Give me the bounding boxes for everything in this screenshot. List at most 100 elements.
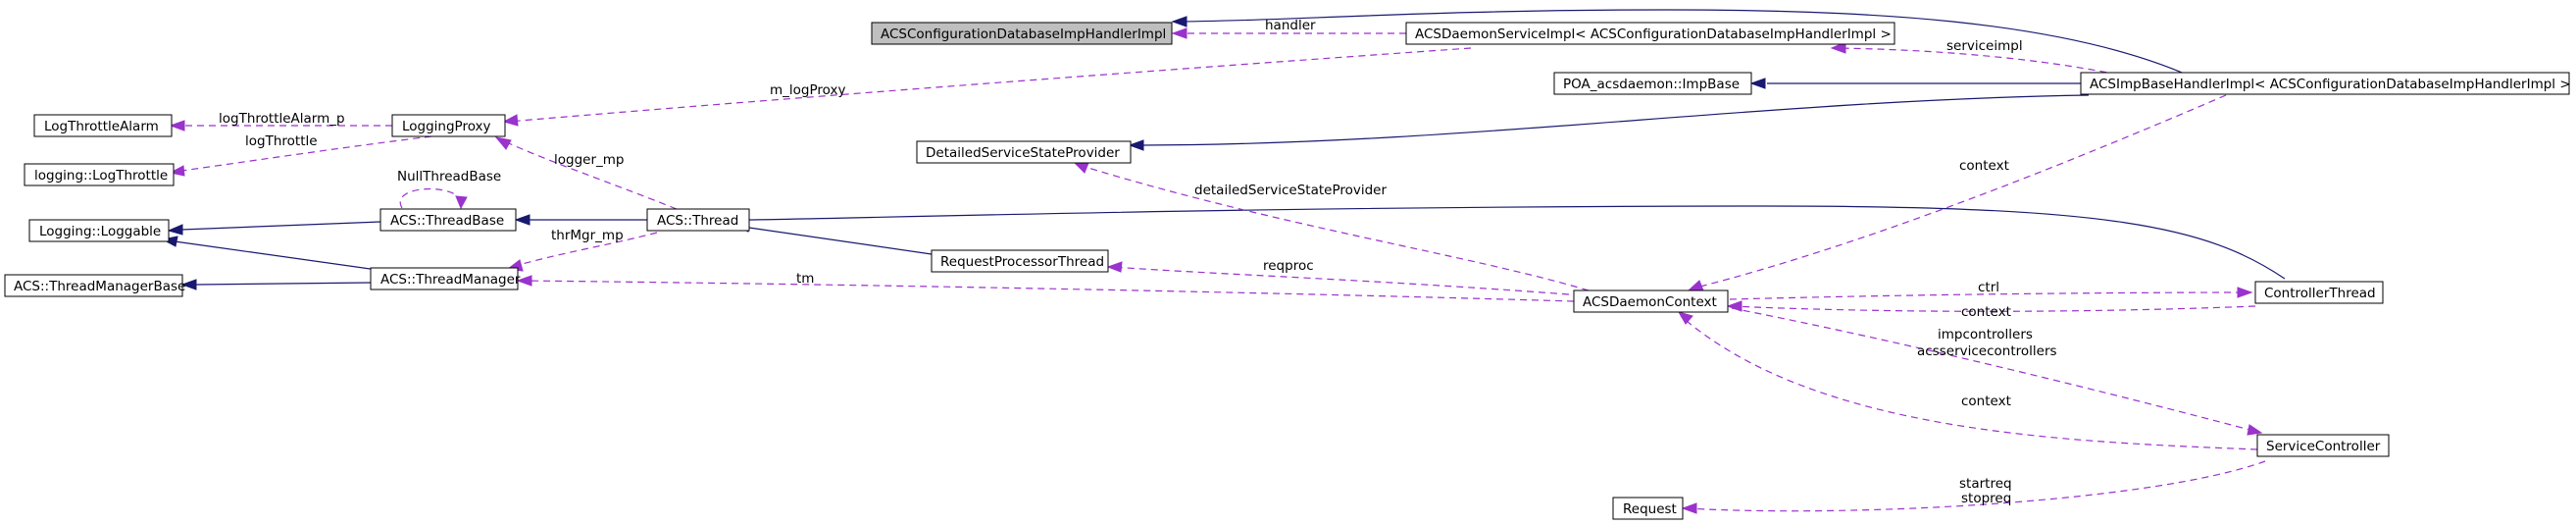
edge-inherit-thread-to-controller (748, 205, 2286, 280)
label-thr-mgr-mp: thrMgr_mp (551, 228, 624, 243)
arrowhead-tm (516, 275, 532, 287)
node-request[interactable]: Request (1612, 497, 1684, 520)
label-null-thread-base: NullThreadBase (397, 169, 501, 184)
arrowhead-impcontrollers (2247, 424, 2263, 436)
node-acs-imp-base-handler-impl[interactable]: ACSImpBaseHandlerImpl< ACSConfigurationD… (2080, 72, 2571, 95)
node-label: ACS::ThreadManagerBase (14, 279, 185, 294)
node-logging-loggable[interactable]: Logging::Loggable (28, 219, 170, 242)
label-ctrl: ctrl (1978, 280, 1999, 295)
edge-usage-impcontrollers (1731, 307, 2258, 433)
arrowhead-handler-impbase (1749, 78, 1766, 89)
node-acs-configuration-database-imp-handler-impl[interactable]: ACSConfigurationDatabaseImpHandlerImpl (871, 22, 1173, 45)
node-label: ACSDaemonServiceImpl< ACSConfigurationDa… (1415, 26, 1892, 42)
node-acs-thread[interactable]: ACS::Thread (646, 208, 750, 232)
edge-usage-ctrl (1729, 291, 2248, 300)
arrowhead-logthrottlealarm (169, 120, 185, 132)
node-label: ACS::ThreadBase (390, 213, 504, 229)
label-logger-mp: logger_mp (554, 152, 624, 168)
label-log-throttle-alarm-p: logThrottleAlarm_p (219, 111, 345, 127)
node-log-throttle-alarm[interactable]: LogThrottleAlarm (33, 114, 173, 137)
edge-usage-reqproc (1111, 266, 1570, 295)
arrowhead-cfgdb (1171, 16, 1187, 27)
arrowhead-reqproc (1106, 261, 1123, 273)
node-acs-thread-base[interactable]: ACS::ThreadBase (379, 208, 517, 232)
edge-usage-thrmgr-mp (511, 232, 658, 268)
label-context-service: context (1961, 394, 2011, 409)
edge-inherit-dssp-to-handler (1142, 94, 2090, 146)
arrowhead-nullthreadbase (455, 195, 468, 210)
label-startreq: startreq (1959, 476, 2012, 492)
label-impcontrollers: impcontrollers (1938, 327, 2033, 342)
label-acsservicecontrollers: acsservicecontrollers (1917, 343, 2057, 359)
node-acs-thread-manager[interactable]: ACS::ThreadManager (370, 267, 521, 290)
inheritance-edges (174, 9, 2286, 286)
edge-usage-context-ctrl (1731, 305, 2256, 312)
node-acs-thread-manager-base[interactable]: ACS::ThreadManagerBase (4, 274, 185, 297)
node-label: Logging::Loggable (39, 224, 161, 239)
node-controller-thread[interactable]: ControllerThread (2254, 281, 2384, 304)
edge-usage-serviceimpl (1833, 47, 2119, 76)
node-detailed-service-state-provider[interactable]: DetailedServiceStateProvider (916, 140, 1132, 164)
edge-usage-context-service (1680, 315, 2258, 450)
node-poa-acsdaemon-imp-base[interactable]: POA_acsdaemon::ImpBase (1553, 72, 1752, 95)
node-label: RequestProcessorThread (940, 254, 1104, 270)
edge-inherit-loggable-to-threadbase (180, 221, 381, 231)
edge-inherit-loggable-to-tm (174, 240, 385, 272)
edge-labels: handler serviceimpl m_logProxy logThrott… (219, 18, 2057, 506)
arrowhead-dssp-usage (1073, 162, 1089, 174)
node-label: ACS::Thread (657, 213, 738, 229)
usage-arrowheads (169, 27, 2263, 514)
node-logging-proxy[interactable]: LoggingProxy (391, 114, 506, 137)
node-label: ACS::ThreadManager (380, 272, 521, 288)
node-label: LogThrottleAlarm (44, 119, 159, 134)
label-detailed-service-state-provider: detailedServiceStateProvider (1194, 183, 1387, 198)
node-service-controller[interactable]: ServiceController (2256, 434, 2390, 457)
label-reqproc: reqproc (1263, 258, 1314, 274)
edge-usage-logger-mp (499, 138, 678, 210)
node-label: POA_acsdaemon::ImpBase (1563, 77, 1740, 92)
node-label: LoggingProxy (402, 119, 491, 134)
label-handler: handler (1265, 18, 1316, 33)
arrowhead-context-service (1677, 311, 1693, 325)
node-label: ControllerThread (2264, 286, 2376, 301)
arrowhead-context-top (1687, 280, 1704, 291)
arrowhead-context-ctrl (1726, 300, 1743, 312)
edge-usage-nullthreadbase (399, 187, 463, 209)
usage-edges (174, 32, 2266, 512)
node-label: Request (1623, 501, 1677, 517)
arrowhead-m-logproxy (502, 114, 519, 127)
label-context-top: context (1959, 158, 2009, 174)
node-label: ACSImpBaseHandlerImpl< ACSConfigurationD… (2090, 77, 2571, 92)
arrowhead-loggable-threadbase (167, 224, 183, 236)
node-label: logging::LogThrottle (34, 168, 168, 184)
edge-inherit-tmbase-to-tm (195, 282, 372, 286)
node-label: ServiceController (2266, 439, 2381, 454)
edge-inherit-impbasehandler-to-cfgdb (1172, 9, 2188, 76)
arrowhead-handler (1171, 27, 1187, 39)
label-log-throttle: logThrottle (245, 133, 318, 149)
node-request-processor-thread[interactable]: RequestProcessorThread (931, 249, 1109, 273)
node-acs-daemon-context[interactable]: ACSDaemonContext (1573, 289, 1729, 313)
arrowhead-tmbase (180, 279, 197, 290)
arrowhead-dssp (1128, 139, 1144, 151)
label-tm: tm (796, 271, 814, 287)
arrowhead-logger-mp (494, 136, 512, 150)
arrowhead-ctrl (2237, 287, 2253, 298)
label-m-logproxy: m_logProxy (770, 82, 845, 98)
edge-usage-logthrottle (174, 135, 432, 173)
edge-inherit-thread-to-rpt (748, 227, 933, 255)
arrowhead-startreq (1681, 502, 1697, 514)
label-stopreq: stopreq (1961, 491, 2011, 506)
label-serviceimpl: serviceimpl (1946, 38, 2023, 54)
node-label: DetailedServiceStateProvider (926, 145, 1120, 161)
edge-usage-dssp (1078, 164, 1590, 291)
node-label: ACSDaemonContext (1583, 294, 1717, 310)
edge-usage-m-logproxy (507, 47, 1472, 123)
node-acs-daemon-service-impl[interactable]: ACSDaemonServiceImpl< ACSConfigurationDa… (1405, 22, 1895, 45)
arrowhead-serviceimpl (1830, 41, 1846, 54)
label-context-ctrl: context (1961, 304, 2011, 320)
arrowhead-threadbase (514, 214, 530, 226)
node-label: ACSConfigurationDatabaseImpHandlerImpl (881, 26, 1166, 42)
node-logging-log-throttle[interactable]: logging::LogThrottle (24, 163, 175, 186)
